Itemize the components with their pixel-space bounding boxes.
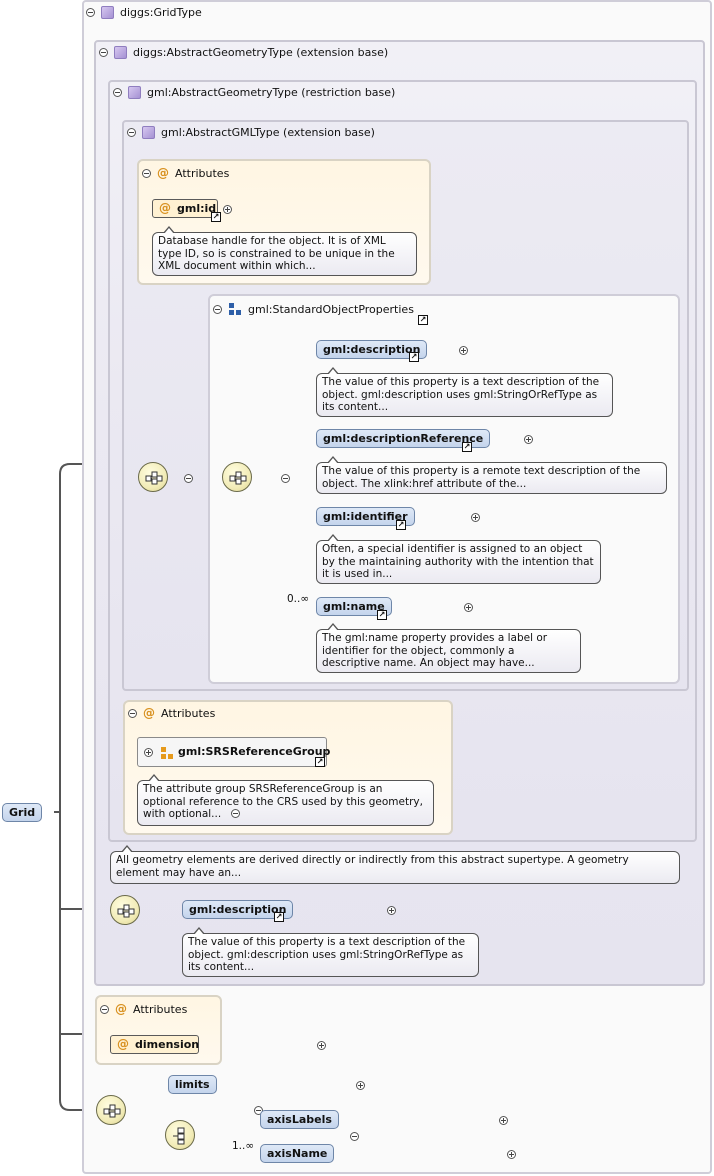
attributes-header[interactable]: @ Attributes — [128, 706, 215, 720]
expand-icon[interactable] — [464, 603, 473, 612]
diggs-gml-description-annotation: The value of this property is a text des… — [182, 927, 479, 977]
diggs-abstract-geometry-title: diggs:AbstractGeometryType (extension ba… — [133, 46, 389, 59]
collapse-icon[interactable] — [99, 48, 108, 57]
attribute-icon: @ — [143, 706, 155, 720]
gml-name-annotation: The gml:name property provides a label o… — [316, 623, 581, 673]
reference-arrow-icon: ↗ — [409, 352, 419, 362]
axis-labels-element[interactable]: axisLabels — [260, 1110, 339, 1129]
srs-reference-group-label: gml:SRSReferenceGroup — [178, 745, 331, 758]
collapse-icon[interactable] — [213, 304, 222, 314]
reference-arrow-icon: ↗ — [274, 912, 284, 922]
limits-element[interactable]: limits — [168, 1075, 217, 1094]
collapse-icon[interactable] — [100, 1004, 109, 1014]
grid-type-header[interactable]: diggs:GridType — [86, 6, 202, 19]
grid-type-title: diggs:GridType — [120, 6, 202, 19]
diggs-gml-description-element[interactable]: gml:description — [182, 900, 294, 919]
expand-icon[interactable] — [387, 906, 396, 915]
sequence-compositor-icon[interactable] — [110, 895, 140, 925]
attributes-header[interactable]: @ Attributes — [142, 166, 229, 180]
abstract-geometry-annotation: All geometry elements are derived direct… — [110, 845, 680, 884]
standard-object-properties-header[interactable]: gml:StandardObjectProperties — [213, 302, 414, 316]
complex-type-icon — [114, 46, 127, 59]
collapse-icon[interactable] — [230, 809, 240, 818]
attribute-icon: @ — [157, 166, 169, 180]
gml-abstract-geometry-header[interactable]: gml:AbstractGeometryType (restriction ba… — [113, 86, 395, 99]
sequence-compositor-icon[interactable] — [138, 462, 168, 492]
srs-reference-group[interactable]: gml:SRSReferenceGroup — [137, 737, 331, 767]
collapse-icon[interactable] — [142, 168, 151, 178]
expand-icon[interactable] — [524, 435, 533, 444]
attributes-header[interactable]: @ Attributes — [100, 1002, 187, 1016]
gml-id-label: gml:id — [177, 202, 217, 215]
gml-identifier-element[interactable]: gml:identifier — [316, 507, 415, 526]
collapse-icon[interactable] — [113, 88, 122, 97]
attribute-icon: @ — [117, 1037, 129, 1051]
gml-abstract-geometry-title: gml:AbstractGeometryType (restriction ba… — [147, 86, 396, 99]
gml-description-reference-annotation: The value of this property is a remote t… — [316, 456, 667, 494]
expand-icon[interactable] — [144, 748, 153, 757]
diggs-abstract-geometry-header[interactable]: diggs:AbstractGeometryType (extension ba… — [99, 46, 388, 59]
collapse-icon[interactable] — [128, 708, 137, 718]
attributes-label: Attributes — [161, 706, 216, 720]
complex-type-icon — [101, 6, 114, 19]
grid-root-element[interactable]: Grid — [2, 803, 43, 822]
gml-description-annotation: The value of this property is a text des… — [316, 367, 613, 417]
gml-abstract-gml-title: gml:AbstractGMLType (extension base) — [161, 126, 375, 139]
complex-type-icon — [142, 126, 155, 139]
gml-identifier-annotation: Often, a special identifier is assigned … — [316, 534, 601, 584]
reference-arrow-icon: ↗ — [211, 212, 221, 222]
attribute-group-icon — [161, 747, 173, 759]
gml-description-reference-element[interactable]: gml:descriptionReference — [316, 429, 491, 448]
reference-arrow-icon: ↗ — [396, 520, 406, 530]
gml-abstract-gml-header[interactable]: gml:AbstractGMLType (extension base) — [127, 126, 375, 139]
expand-icon[interactable] — [498, 1116, 508, 1125]
choice-compositor-icon[interactable] — [165, 1120, 195, 1150]
cardinality-label: 1..∞ — [232, 1140, 255, 1152]
collapse-icon[interactable] — [350, 1132, 359, 1141]
gml-id-annotation: Database handle for the object. It is of… — [152, 226, 417, 276]
collapse-icon[interactable] — [127, 128, 136, 137]
expand-icon[interactable] — [458, 346, 468, 355]
expand-icon[interactable] — [507, 1150, 516, 1159]
srs-reference-group-annotation: The attribute group SRSReferenceGroup is… — [137, 774, 434, 826]
expand-icon[interactable] — [355, 1081, 365, 1090]
dimension-label: dimension — [135, 1038, 200, 1051]
expand-icon[interactable] — [223, 205, 232, 214]
expand-icon[interactable] — [316, 1041, 326, 1050]
reference-arrow-icon: ↗ — [315, 757, 325, 767]
attributes-label: Attributes — [133, 1002, 188, 1016]
sequence-compositor-icon[interactable] — [96, 1095, 126, 1125]
axis-name-element[interactable]: axisName — [260, 1144, 335, 1163]
cardinality-label: 0..∞ — [287, 593, 310, 605]
dimension-attribute[interactable]: @ dimension — [110, 1035, 199, 1054]
expand-icon[interactable] — [470, 513, 480, 522]
complex-type-icon — [128, 86, 141, 99]
collapse-icon[interactable] — [86, 8, 95, 17]
attribute-icon: @ — [159, 201, 171, 215]
gml-description-element[interactable]: gml:description — [316, 340, 428, 359]
reference-arrow-icon: ↗ — [462, 442, 472, 452]
standard-object-properties-title: gml:StandardObjectProperties — [248, 302, 414, 316]
gml-name-element[interactable]: gml:name — [316, 597, 392, 616]
group-icon — [229, 303, 241, 315]
collapse-icon[interactable] — [281, 474, 290, 483]
reference-arrow-icon: ↗ — [377, 610, 387, 620]
gml-id-attribute[interactable]: @ gml:id — [152, 199, 218, 218]
attribute-icon: @ — [115, 1002, 127, 1016]
sequence-compositor-icon[interactable] — [222, 462, 252, 492]
attributes-label: Attributes — [175, 166, 230, 180]
reference-arrow-icon: ↗ — [418, 315, 428, 325]
collapse-icon[interactable] — [183, 474, 193, 483]
